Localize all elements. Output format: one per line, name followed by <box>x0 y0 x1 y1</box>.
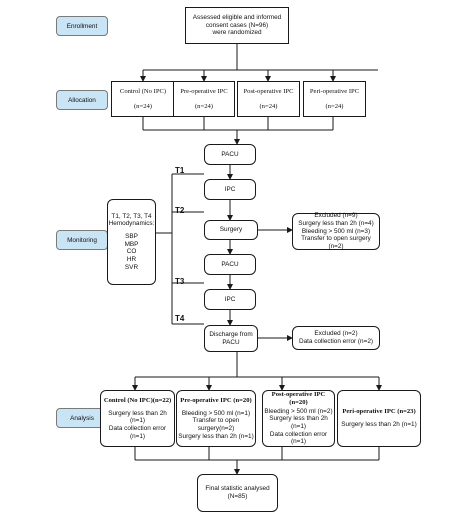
allocation-group-count: (n=24) <box>133 102 152 110</box>
stage-allocation-label: Allocation <box>68 96 96 104</box>
step-label: IPC <box>224 295 236 303</box>
excluded-discharge-box: Excluded (n=2) Data collection error (n=… <box>292 326 380 350</box>
monitoring-hemodynamics: Hemodynamics: <box>108 220 155 228</box>
step-pacu-2: PACU <box>204 254 256 275</box>
stage-allocation: Allocation <box>56 90 108 110</box>
step-surgery: Surgery <box>204 220 258 240</box>
monitoring-param: SVR <box>124 263 139 271</box>
timepoint-t2: T2 <box>175 206 185 215</box>
enrollment-box: Assessed eligible and informed consent c… <box>185 7 289 44</box>
step-pacu-1: PACU <box>204 144 256 165</box>
allocation-group-name: Peri-operative IPC <box>309 87 360 95</box>
step-discharge: Discharge from PACU <box>204 325 258 352</box>
timepoint-t1: T1 <box>175 166 185 175</box>
analysis-group-title: Pre-operative IPC (n=20) <box>180 396 252 404</box>
analysis-box-post-operative: Post-operative IPC (n=20) Bleeding > 500… <box>262 390 335 447</box>
analysis-group-title: Peri-operative IPC (n=23) <box>342 408 416 416</box>
allocation-group-count: (n=24) <box>325 102 344 110</box>
timepoint-t3: T3 <box>175 277 185 286</box>
analysis-reason: Data collection error (n=1) <box>269 430 328 446</box>
analysis-reason: Data collection error (n=1) <box>108 424 167 440</box>
monitoring-timepoints: T1, T2, T3, T4 <box>111 212 152 220</box>
timepoint-t4: T4 <box>175 314 185 323</box>
allocation-group-count: (n=24) <box>194 102 213 110</box>
stage-enrollment: Enrollment <box>56 16 108 36</box>
final-line-2: (N=85) <box>227 493 248 500</box>
analysis-reason: Transfer to open surgery(n=2) <box>192 417 240 432</box>
allocation-group-name: Post-operative IPC <box>243 87 294 95</box>
excluded-surgery-box: Excluded (n=9) Surgery less than 2h (n=4… <box>292 212 380 251</box>
step-label: PACU <box>221 260 239 268</box>
analysis-group-title: Post-operative IPC (n=20) <box>271 391 326 406</box>
step-ipc-1: IPC <box>204 179 256 200</box>
enrollment-line-3: were randomized <box>212 29 262 37</box>
step-label: Discharge from PACU <box>209 330 253 346</box>
excluded-reason: Surgery less than 2h (n=4) <box>298 219 374 227</box>
stage-enrollment-label: Enrollment <box>66 22 98 30</box>
allocation-group-name: Control (No IPC) <box>119 87 167 95</box>
analysis-group-title: Control (No IPC)(n=22) <box>103 396 172 404</box>
analysis-reason: Surgery less than 2h (n=1) <box>108 409 167 425</box>
step-label: IPC <box>224 185 236 193</box>
allocation-box-post-operative: Post-operative IPC (n=24) <box>237 81 300 117</box>
final-line-1: Final statistic analysed <box>205 485 270 493</box>
enrollment-line-2: consent cases (N=96) <box>205 21 269 29</box>
allocation-box-pre-operative: Pre-operative IPC (n=24) <box>173 81 235 117</box>
excluded-reason: Transfer to open surgery (n=2) <box>301 235 371 251</box>
allocation-box-peri-operative: Peri-operative IPC (n=24) <box>303 81 366 117</box>
monitoring-parameters-box: T1, T2, T3, T4 Hemodynamics: SBP MBP CO … <box>107 199 156 285</box>
allocation-group-count: (n=24) <box>259 102 278 110</box>
analysis-box-peri-operative: Peri-operative IPC (n=23) Surgery less t… <box>337 390 421 447</box>
excluded-reason: Bleeding > 500 ml (n=3) <box>301 227 371 235</box>
monitoring-param: SBP <box>125 232 138 240</box>
allocation-box-control: Control (No IPC) (n=24) <box>111 81 175 117</box>
excluded-title: Excluded (n=9) <box>314 212 358 220</box>
excluded-reason: Data collection error (n=2) <box>298 338 374 345</box>
stage-monitoring: Monitoring <box>56 230 108 250</box>
analysis-reason: Bleeding > 500 ml (n=2) <box>264 407 333 415</box>
step-ipc-2: IPC <box>204 289 256 310</box>
final-analysis-box: Final statistic analysed (N=85) <box>197 474 278 512</box>
analysis-box-control: Control (No IPC)(n=22) Surgery less than… <box>100 390 175 447</box>
allocation-group-name: Pre-operative IPC <box>180 87 228 95</box>
stage-analysis-label: Analysis <box>70 414 94 422</box>
enrollment-line-1: Assessed eligible and informed <box>192 13 282 21</box>
monitoring-param: MBP <box>124 240 139 248</box>
analysis-reason: Surgery less than 2h (n=1) <box>341 421 417 429</box>
monitoring-param: HR <box>126 256 137 264</box>
analysis-box-pre-operative: Pre-operative IPC (n=20) Bleeding > 500 … <box>176 390 256 447</box>
analysis-reason: Bleeding > 500 ml (n=1) <box>181 409 251 417</box>
step-label: PACU <box>221 150 239 158</box>
analysis-reason: Surgery less than 2h (n=1) <box>269 415 328 430</box>
stage-monitoring-label: Monitoring <box>67 236 97 244</box>
monitoring-param: CO <box>126 248 137 256</box>
analysis-reason: Surgery less than 2h (n=1) <box>178 432 254 440</box>
excluded-title: Excluded (n=2) <box>314 330 358 338</box>
step-label: Surgery <box>219 226 243 234</box>
